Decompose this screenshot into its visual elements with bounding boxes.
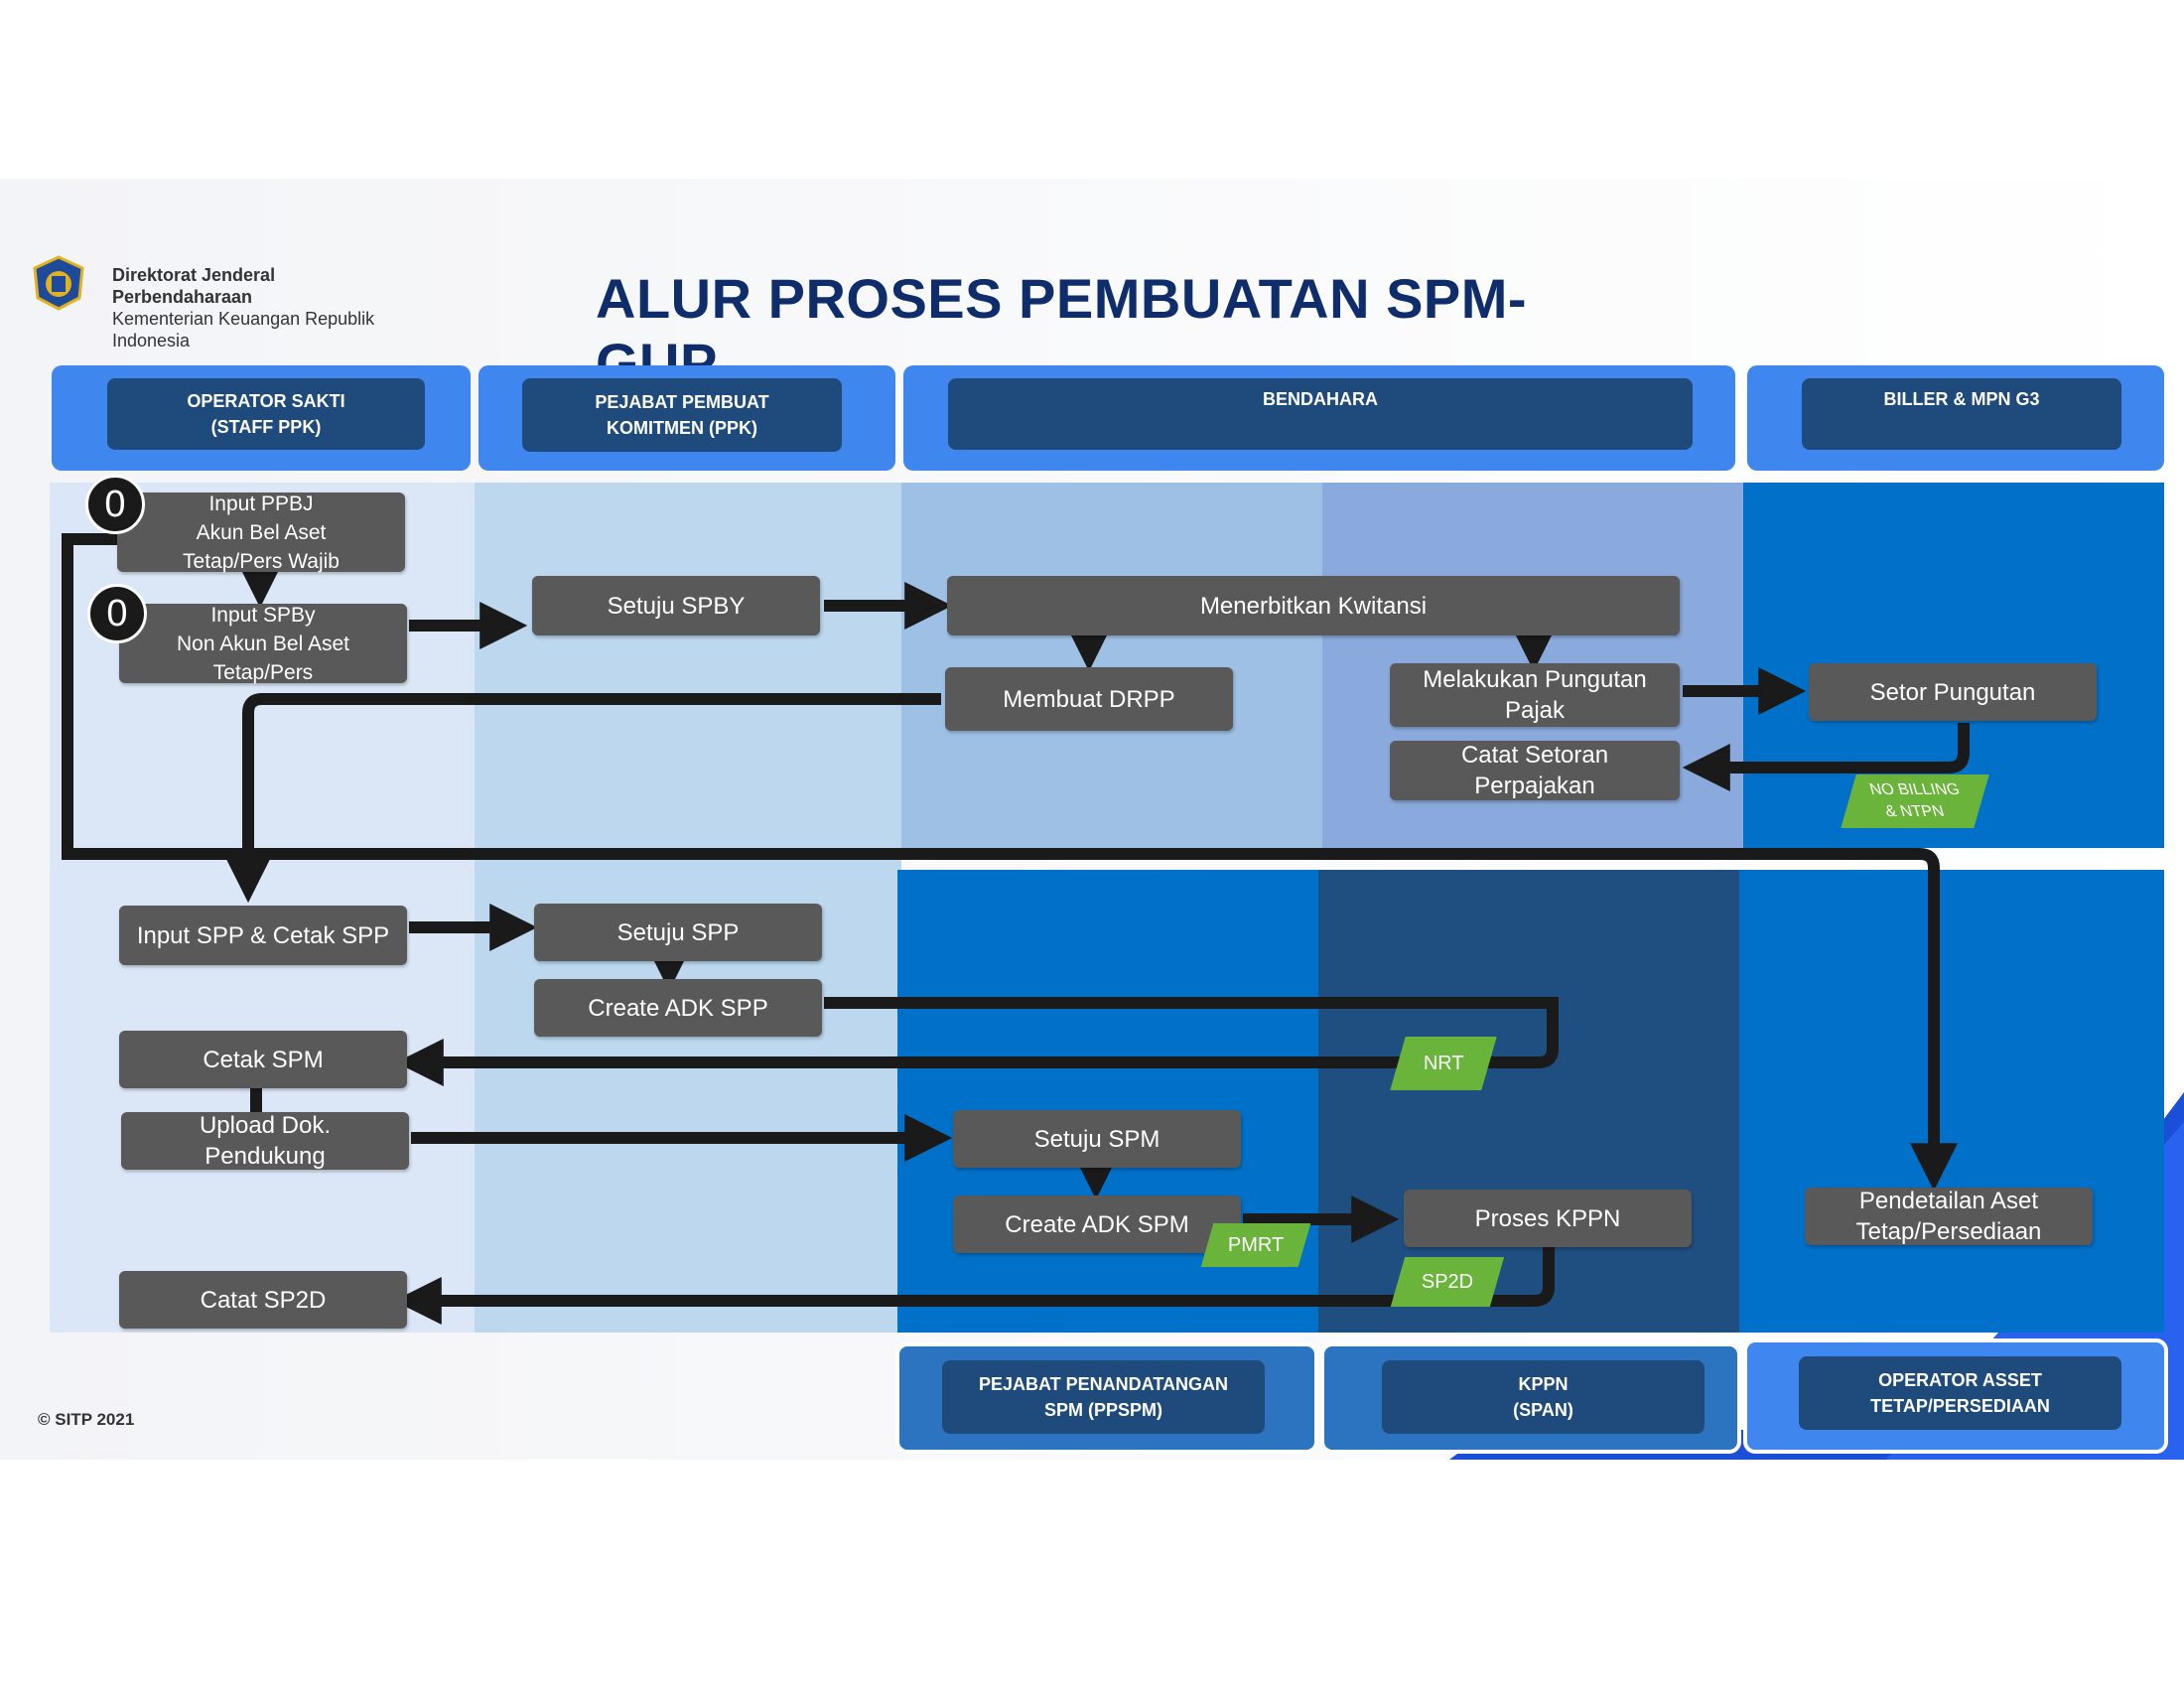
lane-kppn-area <box>1318 870 1739 1333</box>
input-ppbj-line-3: Tetap/Pers Wajib <box>183 549 340 573</box>
process-create-adk-spm: Create ADK SPM <box>953 1196 1241 1253</box>
lane-header-operator: OPERATOR SAKTI (STAFF PPK) <box>52 365 471 471</box>
lane-footer-asset-label: OPERATOR ASSET TETAP/PERSEDIAAN <box>1799 1356 2121 1430</box>
tag-sp2d: SP2D <box>1390 1257 1505 1307</box>
catat-setoran-line-2: Perpajakan <box>1474 773 1595 799</box>
process-cetak-spm: Cetak SPM <box>119 1031 407 1088</box>
process-menerbitkan-kwitansi: Menerbitkan Kwitansi <box>947 576 1680 635</box>
lane-asset-line-2: TETAP/PERSEDIAAN <box>1870 1396 2050 1416</box>
lane-header-ppk-label: PEJABAT PEMBUAT KOMITMEN (PPK) <box>522 378 842 452</box>
tag-nrt: NRT <box>1390 1037 1497 1090</box>
process-setuju-spby: Setuju SPBY <box>532 576 820 635</box>
arrow-kppn-to-catat-sp2d <box>393 1247 1555 1325</box>
tag-pmrt-label: PMRT <box>1227 1233 1285 1256</box>
input-spby-line-2: Non Akun Bel Aset <box>177 632 349 655</box>
lane-header-bendahara: BENDAHARA <box>903 365 1735 471</box>
lane-asset-line-1: OPERATOR ASSET <box>1878 1370 2042 1390</box>
tag-pmrt: PMRT <box>1200 1223 1311 1267</box>
lane-operator-line-2: (STAFF PPK) <box>210 417 322 437</box>
process-upload-dokumen: Upload Dok. Pendukung <box>121 1112 409 1170</box>
process-proses-kppn: Proses KPPN <box>1404 1190 1692 1247</box>
lane-operator-line-1: OPERATOR SAKTI <box>187 391 345 411</box>
process-setuju-spp: Setuju SPP <box>534 904 822 961</box>
copyright-notice: © SITP 2021 <box>38 1410 135 1429</box>
tag-billing-line-2: & NTPN <box>1883 803 1947 820</box>
lane-bendahara-a-area <box>901 483 1322 848</box>
tag-nrt-label: NRT <box>1423 1052 1464 1074</box>
start-marker: 0 <box>87 584 147 643</box>
lane-footer-ppspm-label: PEJABAT PENANDATANGAN SPM (PPSPM) <box>942 1360 1265 1434</box>
input-ppbj-line-2: Akun Bel Aset <box>196 520 327 544</box>
lane-header-biller: BILLER & MPN G3 <box>1747 365 2164 471</box>
upload-line-2: Pendukung <box>205 1143 326 1170</box>
tag-no-billing: NO BILLING & NTPN <box>1841 774 1989 828</box>
pendetailan-line-2: Tetap/Persediaan <box>1855 1218 2042 1245</box>
process-setor-pungutan: Setor Pungutan <box>1809 663 2097 721</box>
upload-line-1: Upload Dok. <box>199 1112 332 1139</box>
lane-header-ppk: PEJABAT PEMBUAT KOMITMEN (PPK) <box>478 365 895 471</box>
start-marker: 0 <box>85 475 145 534</box>
input-spby-line-1: Input SPBy <box>210 603 316 627</box>
arrow-adk-to-cetak-spm <box>395 997 1559 1086</box>
lane-header-operator-label: OPERATOR SAKTI (STAFF PPK) <box>107 378 425 450</box>
process-catat-sp2d: Catat SP2D <box>119 1271 407 1329</box>
lane-header-biller-label: BILLER & MPN G3 <box>1802 378 2121 450</box>
lane-footer-ppspm: PEJABAT PENANDATANGAN SPM (PPSPM) <box>895 1342 1318 1454</box>
lane-kppn-line-2: (SPAN) <box>1513 1400 1573 1420</box>
arrow-setor-to-catat <box>1682 723 1970 791</box>
org-line-3: Kementerian Keuangan Republik <box>112 309 375 329</box>
process-create-adk-spp: Create ADK SPP <box>534 979 822 1037</box>
pendetailan-line-1: Pendetailan Aset <box>1858 1188 2039 1214</box>
lane-footer-asset: OPERATOR ASSET TETAP/PERSEDIAAN <box>1743 1338 2168 1454</box>
tag-billing-line-1: NO BILLING <box>1867 781 1963 798</box>
lane-kppn-line-1: KPPN <box>1518 1374 1569 1394</box>
org-line-4: Indonesia <box>112 331 191 351</box>
process-setuju-spm: Setuju SPM <box>953 1110 1241 1168</box>
input-spby-line-3: Tetap/Pers <box>212 660 314 684</box>
organization-name: Direktorat Jenderal Perbendaharaan Kemen… <box>112 264 374 352</box>
lane-ppspm-line-2: SPM (PPSPM) <box>1043 1400 1162 1420</box>
lane-header-bendahara-label: BENDAHARA <box>948 378 1693 450</box>
ministry-emblem-icon <box>30 254 87 312</box>
process-input-spp: Input SPP & Cetak SPP <box>119 906 407 965</box>
pungutan-line-2: Pajak <box>1504 697 1566 724</box>
pungutan-line-1: Melakukan Pungutan <box>1423 666 1647 693</box>
arrow-ppbj-to-pendetailan <box>62 533 1958 1192</box>
lane-ppspm-line-1: PEJABAT PENANDATANGAN <box>978 1374 1228 1394</box>
tag-sp2d-label: SP2D <box>1421 1270 1474 1293</box>
input-ppbj-line-1: Input PPBJ <box>208 492 314 515</box>
org-line-2: Perbendaharaan <box>112 287 253 307</box>
process-membuat-drpp: Membuat DRPP <box>945 667 1233 731</box>
lane-footer-kppn-label: KPPN (SPAN) <box>1382 1360 1705 1434</box>
lane-footer-kppn: KPPN (SPAN) <box>1320 1342 1741 1454</box>
lane-ppk-line-2: KOMITMEN (PPK) <box>607 418 757 438</box>
org-line-1: Direktorat Jenderal <box>112 265 276 285</box>
catat-setoran-line-1: Catat Setoran <box>1460 742 1609 769</box>
arrow-drpp-to-input-spp <box>224 693 941 904</box>
lane-asset-area <box>1739 870 2164 1333</box>
lane-ppk-line-1: PEJABAT PEMBUAT <box>595 392 769 412</box>
